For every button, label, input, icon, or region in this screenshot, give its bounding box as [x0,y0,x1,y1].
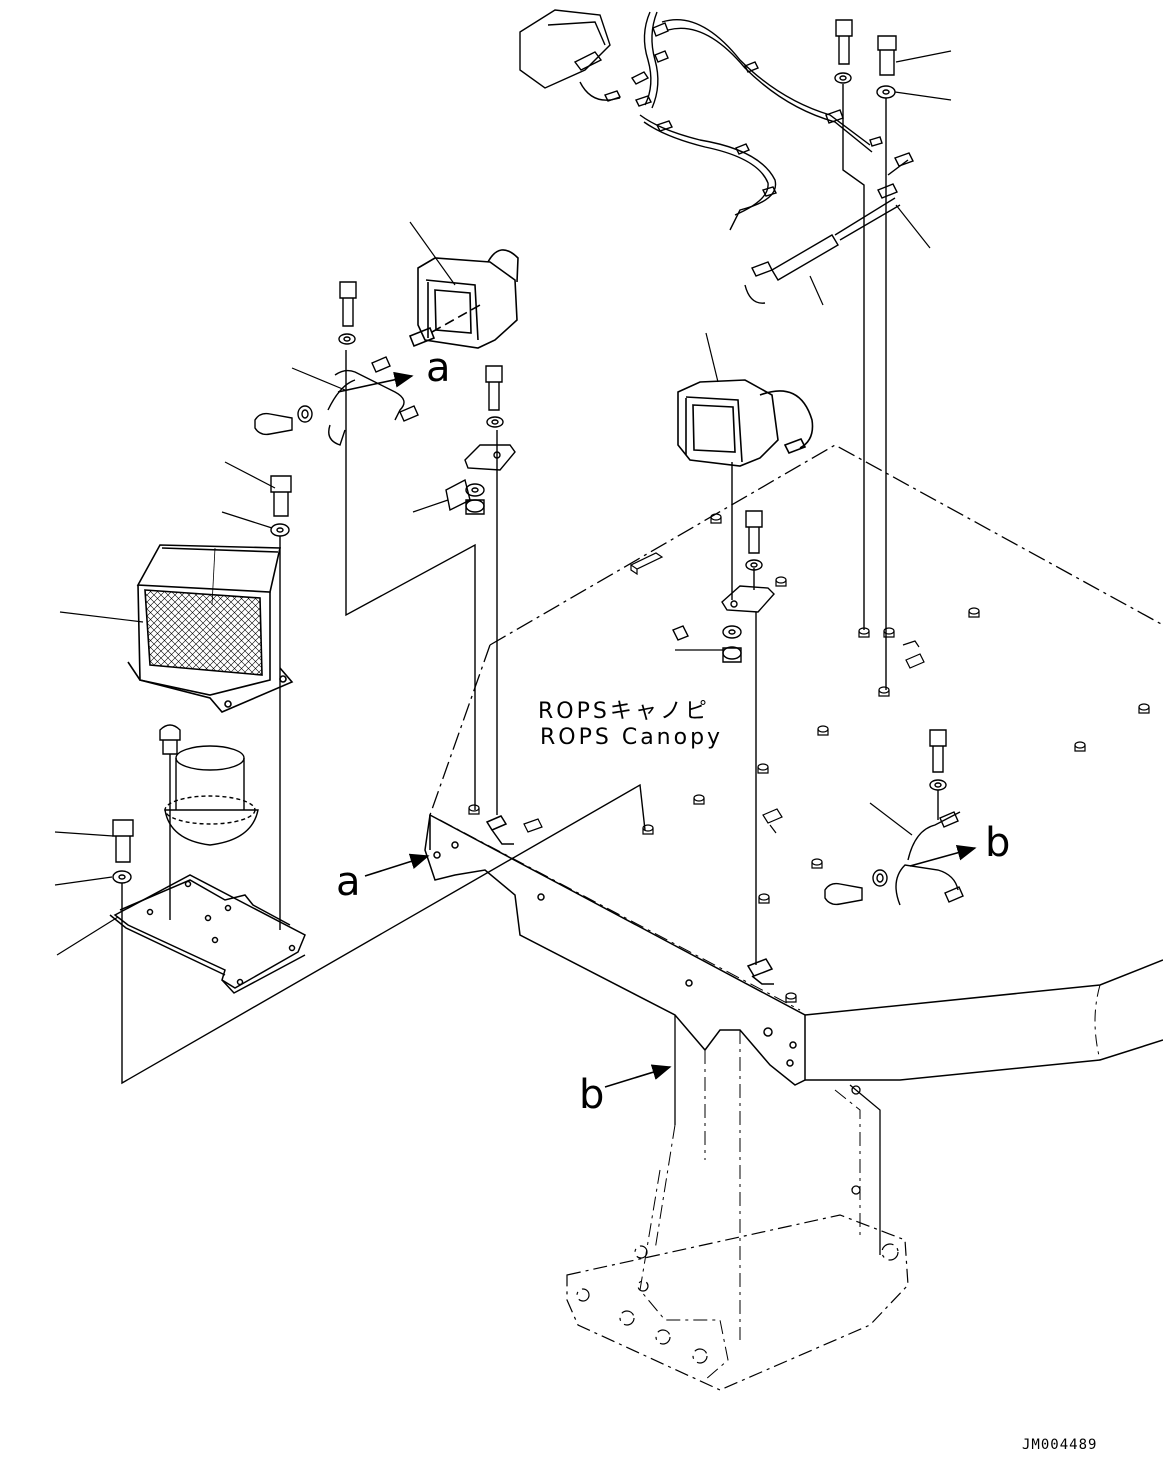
callout-arrows [337,371,977,1088]
lamp-mount-left [445,365,516,515]
callout-b-right: b [985,820,1010,866]
wiring-harness [630,11,914,304]
rops-canopy-roof [429,444,1163,816]
rotating-beacon [159,724,259,920]
roof-clips [523,552,925,834]
callout-b-bottom: b [579,1072,604,1118]
callout-a-left: a [336,859,361,905]
pillar [639,1015,881,1381]
lamp-bracket-right [824,729,964,906]
work-lamp-right [677,379,814,467]
alarm-bolts [270,350,939,965]
lamp-bracket-left [254,281,419,446]
work-lamp-top-left [519,9,621,102]
upper-right-bolts [834,19,897,690]
lamp-mount-right [672,510,775,663]
mounting-bracket [109,874,306,994]
front-beam [424,813,806,1086]
leader-lines [54,50,952,956]
canopy-label-en: ROPS Canopy [540,725,723,750]
callout-a-top: a [426,345,451,391]
base-plate [566,1214,909,1391]
drawing-code: JM004489 [1022,1437,1097,1453]
work-lamp-left [408,249,519,349]
right-arm [804,959,1163,1081]
roof-studs [468,513,1150,1003]
lower-left-bolts [112,783,646,1085]
canopy-label-ja: ROPSキャノピ [538,699,710,724]
alarm-box [127,544,294,713]
